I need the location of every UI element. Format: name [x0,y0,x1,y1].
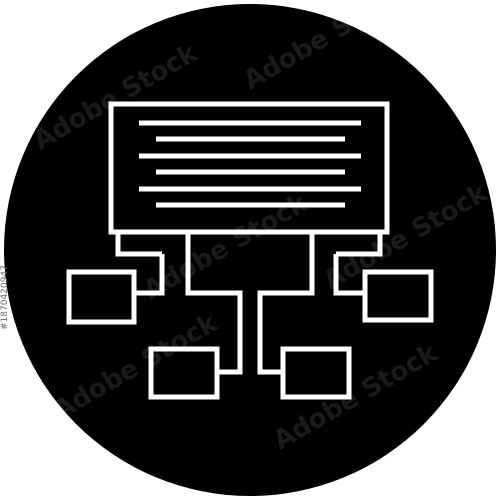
child-box-right-outer [362,269,434,323]
diagram-strokes [66,101,434,400]
document-panel [108,101,390,235]
connector-left-outer [134,254,165,296]
connector-left-top [115,232,162,257]
connector-right-outer [333,254,365,296]
child-box-left-inner [148,346,220,400]
circle-background [4,4,496,496]
panel-text-lines [139,120,361,208]
connector-right-inner [257,232,315,375]
connector-left-inner [185,232,243,375]
child-box-left-outer [66,269,137,325]
stock-id-label: #1870420947 [0,265,10,330]
child-box-right-inner [280,346,352,400]
connector-right-top [336,232,383,257]
